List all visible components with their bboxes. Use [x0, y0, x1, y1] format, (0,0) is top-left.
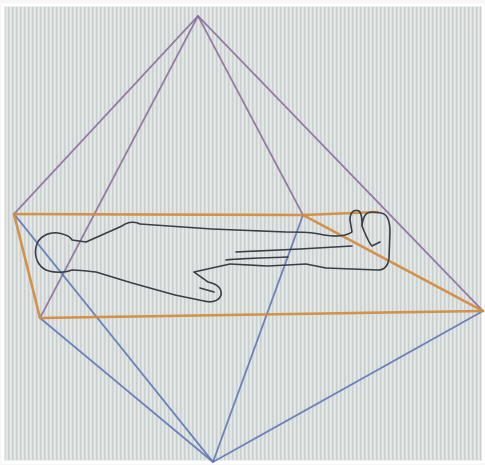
screen-background [4, 6, 482, 461]
